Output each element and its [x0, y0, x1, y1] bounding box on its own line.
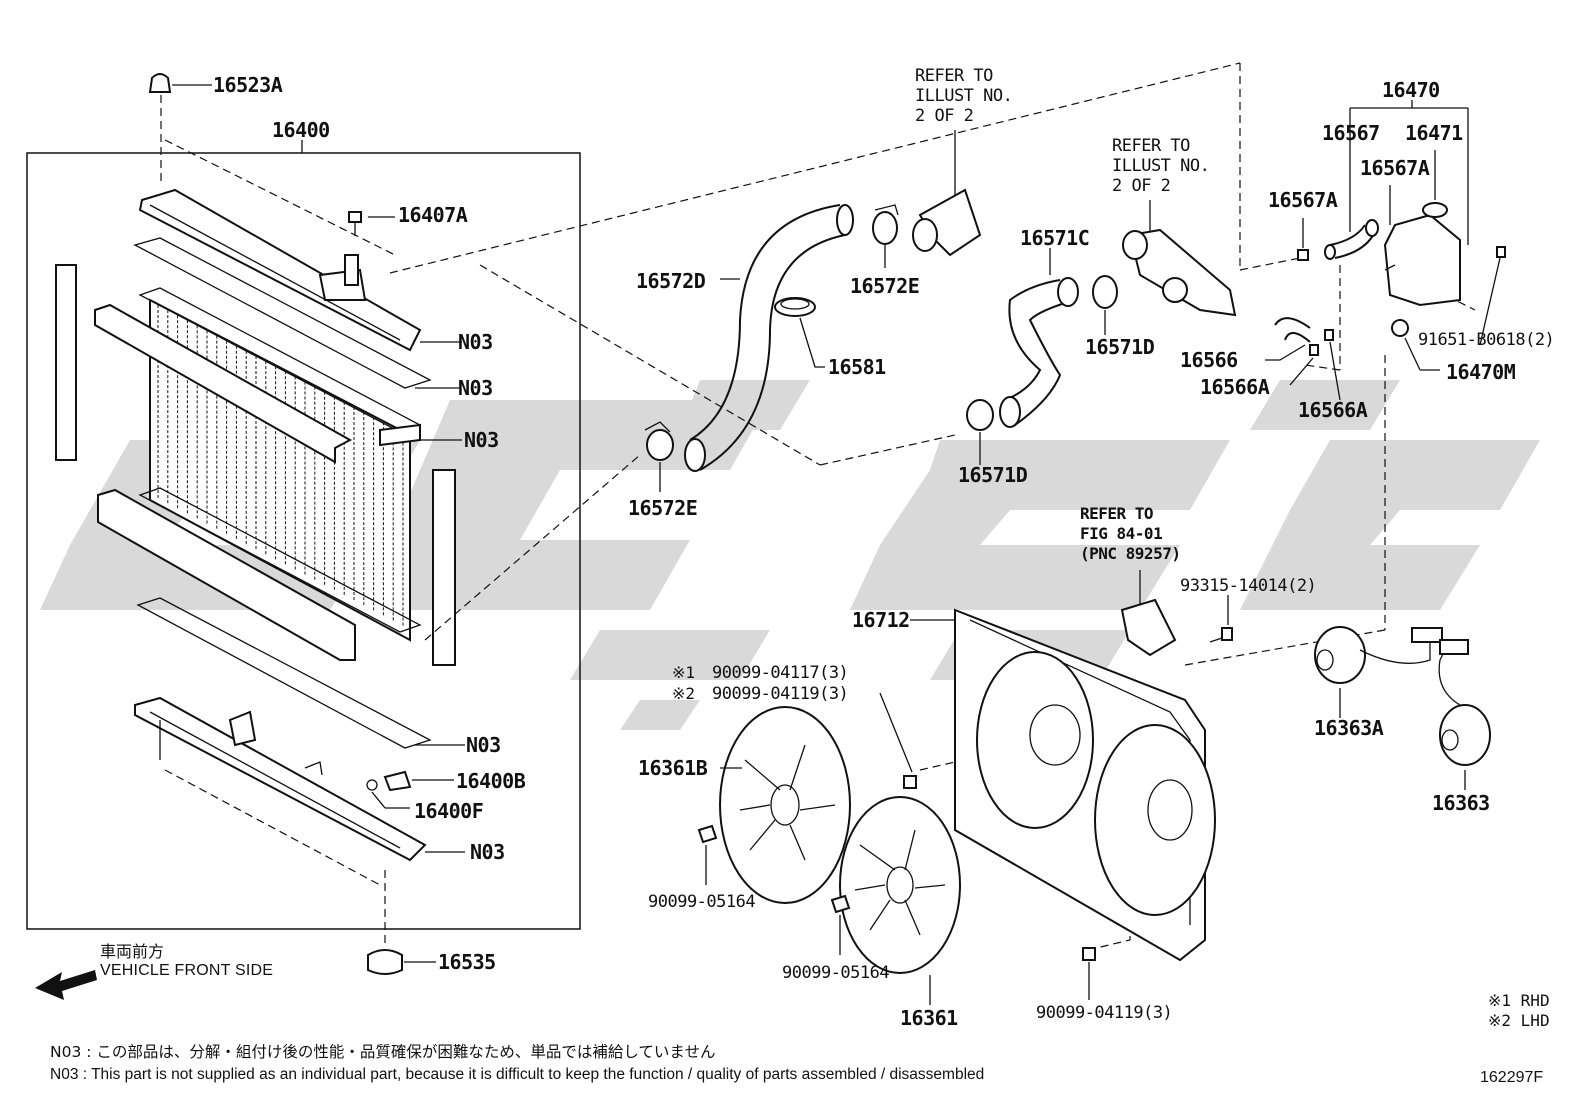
label-16567: 16567	[1322, 121, 1380, 145]
bolt-90099-04117	[879, 692, 917, 789]
side-seal-right	[432, 469, 456, 666]
water-outlet	[1122, 200, 1237, 317]
lower-baffle	[97, 488, 356, 661]
fan-16361	[839, 796, 961, 1005]
label-90099-04119-bottom: 90099-04119(3)	[1036, 1003, 1173, 1023]
label-16567a-right: 16567A	[1360, 156, 1430, 180]
label-16572d: 16572D	[636, 269, 706, 293]
bolt-16407a	[348, 211, 395, 236]
label-90099-04117: 90099-04117(3)	[712, 663, 849, 683]
drain-plug	[366, 770, 454, 809]
radiator-assembly-frame	[26, 152, 581, 930]
vehicle-front-en: VEHICLE FRONT SIDE	[100, 962, 274, 979]
label-16567a-left: 16567A	[1268, 188, 1338, 212]
ref-fig-line3: (PNC 89257)	[1080, 544, 1181, 563]
front-arrow-icon	[35, 970, 97, 1000]
label-16566a-left: 16566A	[1200, 375, 1270, 399]
legend-lhd: ※2 LHD	[1488, 1011, 1550, 1030]
label-16571c: 16571C	[1020, 226, 1090, 250]
label-n03-lower-tank: N03	[470, 840, 505, 864]
cushion-16535	[367, 949, 436, 975]
label-16572e-top: 16572E	[850, 274, 920, 298]
mark-lhd: ※2	[672, 684, 696, 703]
clamp-16572e-bottom	[644, 421, 674, 492]
fan-shroud	[910, 608, 1216, 962]
upper-baffle	[94, 303, 353, 464]
label-16400f: 16400F	[414, 799, 484, 823]
fan-16361b	[719, 706, 851, 904]
mark-rhd: ※1	[672, 663, 696, 682]
label-16361b: 16361B	[638, 756, 708, 780]
lower-hose	[999, 248, 1079, 428]
clamp-16572e-top	[872, 204, 899, 268]
ref-fig-line1: REFER TO	[1080, 504, 1154, 523]
label-90099-04119: 90099-04119(3)	[712, 684, 849, 704]
water-inlet	[912, 130, 982, 257]
label-16566a-right: 16566A	[1298, 398, 1368, 422]
bolt-93315	[1209, 595, 1233, 643]
fan-motor-16363	[1438, 639, 1491, 790]
label-n03-upper-tank: N03	[458, 330, 493, 354]
lower-gasket	[136, 597, 432, 749]
label-16566: 16566	[1180, 348, 1238, 372]
footnote-jp: N03 : この部品は、分解・組付け後の性能・品質確保が困難なため、単品では補給…	[50, 1043, 716, 1061]
ref-illust-2-line1: REFER TO	[1112, 136, 1190, 156]
label-n03-upper-gasket: N03	[458, 376, 493, 400]
fan-relay	[1120, 570, 1177, 657]
label-16572e-bottom: 16572E	[628, 496, 698, 520]
label-n03-lower-gasket: N03	[466, 733, 501, 757]
ref-illust-1-line3: 2 OF 2	[915, 106, 974, 126]
nut-90099-05164-a	[697, 824, 718, 885]
clamp-16571d-top	[1092, 275, 1118, 335]
label-16400: 16400	[272, 118, 330, 142]
label-n03-core: N03	[464, 428, 499, 452]
label-16712: 16712	[852, 608, 910, 632]
upper-gasket	[133, 237, 432, 389]
ref-illust-1-line2: ILLUST NO.	[915, 86, 1013, 106]
overflow-hose-16567	[1297, 185, 1391, 261]
label-91651-b0618: 91651-B0618(2)	[1418, 330, 1555, 350]
label-16470: 16470	[1382, 78, 1440, 102]
legend-rhd: ※1 RHD	[1488, 991, 1550, 1010]
label-16363a: 16363A	[1314, 716, 1384, 740]
reservoir-tank	[1349, 100, 1506, 371]
label-90099-05164-a: 90099-05164	[648, 892, 756, 912]
label-16471: 16471	[1405, 121, 1463, 145]
label-16361: 16361	[900, 1006, 958, 1030]
bolt-90099-04119	[1082, 947, 1096, 1000]
upper-hose	[684, 204, 854, 472]
lower-tank	[134, 696, 465, 945]
label-16407a: 16407A	[398, 203, 468, 227]
label-90099-05164-b: 90099-05164	[782, 963, 890, 983]
fan-motor-16363a	[1314, 626, 1443, 718]
hose-16566	[1265, 317, 1341, 401]
label-16581: 16581	[828, 355, 886, 379]
label-93315-14014: 93315-14014(2)	[1180, 576, 1317, 596]
label-16571d-top: 16571D	[1085, 335, 1155, 359]
ref-illust-2-line2: ILLUST NO.	[1112, 156, 1210, 176]
clamp-16571d-bottom	[966, 399, 994, 465]
label-16400b: 16400B	[456, 769, 526, 793]
upper-tank	[138, 188, 462, 352]
label-16535: 16535	[438, 950, 496, 974]
ref-illust-2-line3: 2 OF 2	[1112, 176, 1171, 196]
side-seal-left	[55, 264, 77, 461]
label-16470m: 16470M	[1446, 360, 1516, 384]
clamp-16581	[774, 297, 825, 368]
label-16363: 16363	[1432, 791, 1490, 815]
ref-fig-line2: FIG 84-01	[1080, 524, 1163, 543]
cap-16523a	[148, 73, 212, 185]
figure-number: 162297F	[1480, 1069, 1544, 1086]
footnote-en: N03 : This part is not supplied as an in…	[50, 1066, 985, 1083]
label-16571d-bottom: 16571D	[958, 463, 1028, 487]
nut-90099-05164-b	[830, 894, 851, 955]
vehicle-front-jp: 車両前方	[100, 942, 165, 961]
label-16523a: 16523A	[213, 73, 283, 97]
ref-illust-1-line1: REFER TO	[915, 66, 993, 86]
